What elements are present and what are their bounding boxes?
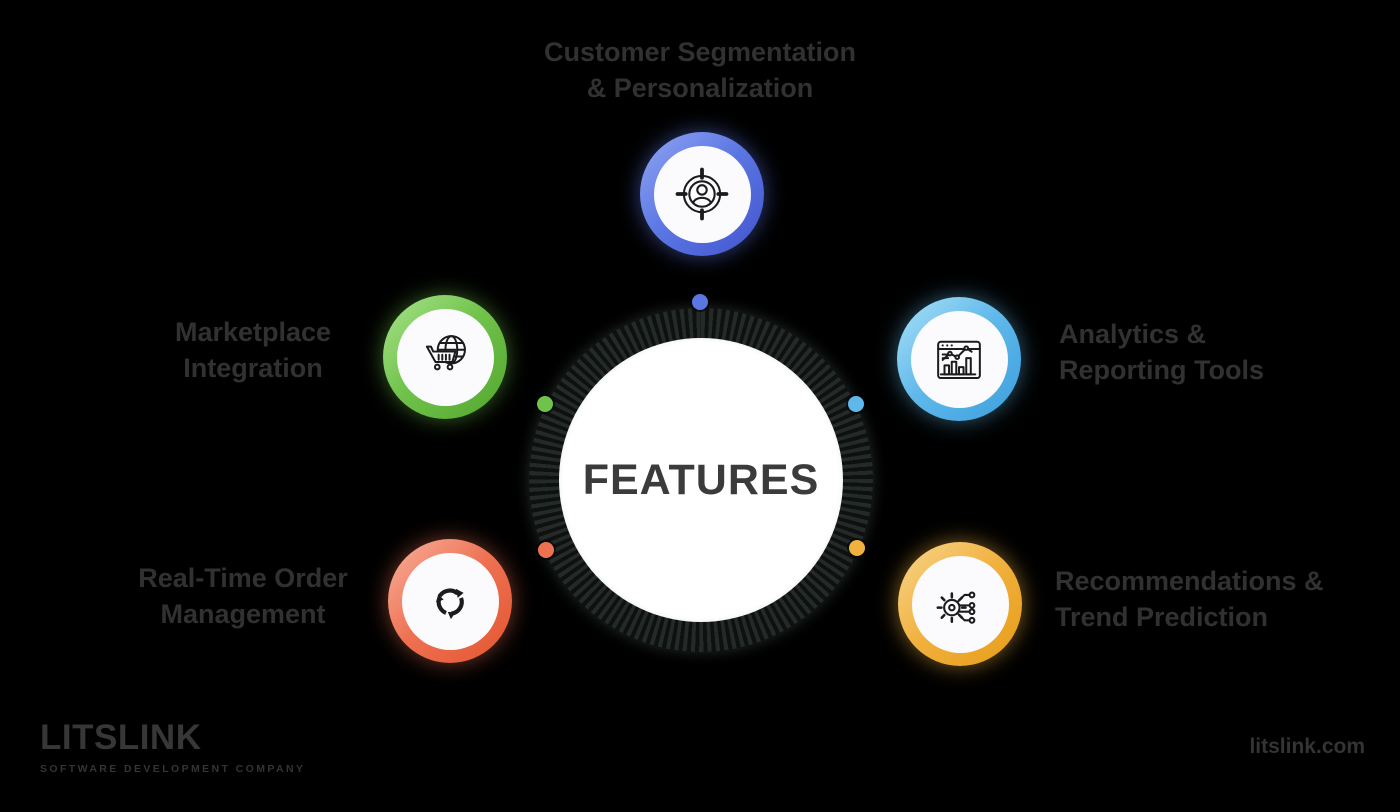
label-analytics-reporting: Analytics & Reporting Tools <box>1059 316 1389 388</box>
label-line: Real-Time Order <box>138 563 348 593</box>
connector-dot-cyan <box>848 396 864 412</box>
node-customer-segmentation <box>640 132 764 256</box>
label-line: Management <box>160 599 326 629</box>
node-marketplace-integration <box>383 295 507 419</box>
node-inner-circle <box>401 552 499 650</box>
label-line: & Personalization <box>586 73 814 103</box>
node-analytics-reporting <box>897 297 1021 421</box>
connector-dot-coral <box>538 542 554 558</box>
label-recommendations-trend: Recommendations & Trend Prediction <box>1055 563 1395 635</box>
gear-circuit-icon <box>931 575 989 633</box>
connector-dot-green <box>537 396 553 412</box>
target-customer-icon <box>673 165 731 223</box>
label-line: Integration <box>183 353 323 383</box>
node-inner-circle <box>653 145 751 243</box>
label-line: Marketplace <box>174 317 332 347</box>
globe-cart-icon <box>416 328 474 386</box>
center-dotted-ring: FEATURES <box>529 308 873 652</box>
label-line: Reporting Tools <box>1059 355 1264 385</box>
node-recommendations-trend <box>898 542 1022 666</box>
company-logo: LITSLINK SOFTWARE DEVELOPMENT COMPANY <box>40 718 305 775</box>
label-line: Trend Prediction <box>1055 602 1269 632</box>
logo-tagline: SOFTWARE DEVELOPMENT COMPANY <box>40 763 306 775</box>
node-inner-circle <box>911 555 1009 653</box>
center-circle: FEATURES <box>559 338 843 622</box>
node-inner-circle <box>910 310 1008 408</box>
label-marketplace-integration: Marketplace Integration <box>103 314 403 386</box>
center-title: FEATURES <box>582 455 820 504</box>
website-url: litslink.com <box>1249 735 1365 758</box>
analytics-chart-icon <box>930 330 988 388</box>
label-order-management: Real-Time Order Management <box>93 560 393 632</box>
label-customer-segmentation: Customer Segmentation & Personalization <box>450 34 950 106</box>
label-line: Recommendations & <box>1055 566 1324 596</box>
connector-dot-amber <box>849 540 865 556</box>
label-line: Analytics & <box>1059 319 1207 349</box>
node-inner-circle <box>396 308 494 406</box>
sync-arrows-icon <box>421 572 479 630</box>
label-line: Customer Segmentation <box>543 37 857 67</box>
node-order-management <box>388 539 512 663</box>
connector-dot-blue <box>692 294 708 310</box>
logo-wordmark: LITSLINK <box>40 718 202 757</box>
